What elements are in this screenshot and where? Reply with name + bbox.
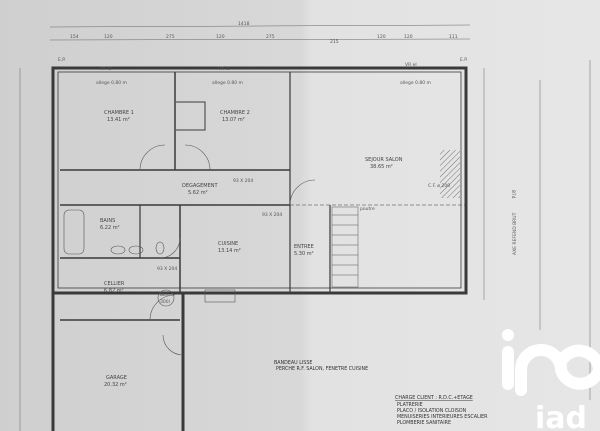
beam-label: poutre [360,206,375,212]
room-area: 6.82 m² [104,288,124,294]
note-line: BANDEAU LISSE [274,360,312,366]
note-line: PERCHE R.F. SALON, FENETRE CUISINE [276,366,368,372]
bathtub [63,209,85,255]
door-size: 93 X 204 [157,266,177,272]
sill-label: allege 0.80 m [400,80,431,86]
dim: 275 [266,34,275,40]
note-line: PLATRERIE [397,402,423,408]
dim: 275 [166,34,175,40]
logo-text: iad [535,401,587,431]
room-name: ENTREE [294,244,314,250]
sink [128,245,144,255]
charge-client-note: CHARGE CLIENT : R.D.C.+ETAGE PLATRERIE P… [395,395,488,426]
door-size: 93 X 204 [233,178,253,184]
dim: 120 [404,34,413,40]
dim: 215 [330,39,339,45]
sill-label: allege 0.80 m [96,80,127,86]
room-name: CUISINE [218,241,238,247]
room-area: 13.41 m² [107,117,130,123]
room-bains: BAINS 6.22 m² [100,218,120,231]
dim: 154 [70,34,79,40]
dim: 120 [216,34,225,40]
dim: 120 [377,34,386,40]
chimney-label: C.F. ø 200 [428,183,450,189]
room-area: 5.62 m² [188,190,208,196]
water-heater-volume: 300l [160,299,170,305]
top-dimensions: 154 120 275 120 275 215 120 120 111 [70,34,458,45]
room-area: 6.22 m² [100,225,120,231]
shutter-label: VR el [218,66,230,72]
room-area: 38.65 m² [370,164,393,170]
water-heater [157,289,175,307]
chimney-hatch [440,150,460,198]
dim: 111 [449,34,458,40]
room-entree: ENTREE 5.30 m² [294,244,314,257]
room-area: 13.14 m² [218,248,241,254]
door-size: 93 X 204 [262,212,282,218]
right-height: 874 [510,190,516,199]
downpipe-label: E.P. [460,57,468,63]
staircase [331,206,359,288]
room-name: SEJOUR SALON [365,157,403,163]
room-name: CELLIER [104,281,125,287]
dimension-lines [19,24,591,431]
room-name: CHAMBRE 1 [104,110,134,116]
note-line: PLACO / ISOLATION CLOISON [397,408,467,414]
room-degagement: DEGAGEMENT 5.62 m² [182,183,218,196]
room-name: BAINS [100,218,115,224]
room-cellier: CELLIER 6.82 m² [104,281,125,294]
dim: 120 [104,34,113,40]
room-chambre-2: CHAMBRE 2 13.07 m² [220,110,250,123]
axis-label: AXE REFEND BRUT [512,212,518,255]
fixtures [63,150,460,307]
note-line: MENUISERIES INTERIEURES ESCALIER [397,414,488,420]
room-sejour-salon: SEJOUR SALON 38.65 m² [365,157,403,170]
overall-dimension: 1418 [238,21,250,27]
sink [110,245,126,255]
room-area: 20.32 m² [104,382,127,388]
room-area: 13.07 m² [222,117,245,123]
room-cuisine: CUISINE 13.14 m² [218,241,241,254]
room-chambre-1: CHAMBRE 1 13.41 m² [104,110,134,123]
downpipe-label: E.P. [58,57,66,63]
sill-label: allege 0.80 m [212,80,243,86]
toilet [155,241,165,255]
note-title: CHARGE CLIENT : R.D.C.+ETAGE [395,395,473,401]
door-swings [139,144,316,356]
room-name: DEGAGEMENT [182,183,218,189]
room-area: 5.30 m² [294,251,314,257]
room-garage: GARAGE 20.32 m² [104,375,127,388]
bandeau-note: BANDEAU LISSE PERCHE R.F. SALON, FENETRE… [274,360,368,372]
water-heater-label: BEC [160,292,169,298]
iad-logo: iad [502,329,600,431]
kitchen-sink [204,289,236,303]
shutter-label: VR el [405,62,417,68]
shutter-label: VR el [100,66,112,72]
room-name: GARAGE [106,375,127,381]
note-line: PLOMBERIE SANITAIRE [397,420,451,426]
room-name: CHAMBRE 2 [220,110,250,116]
